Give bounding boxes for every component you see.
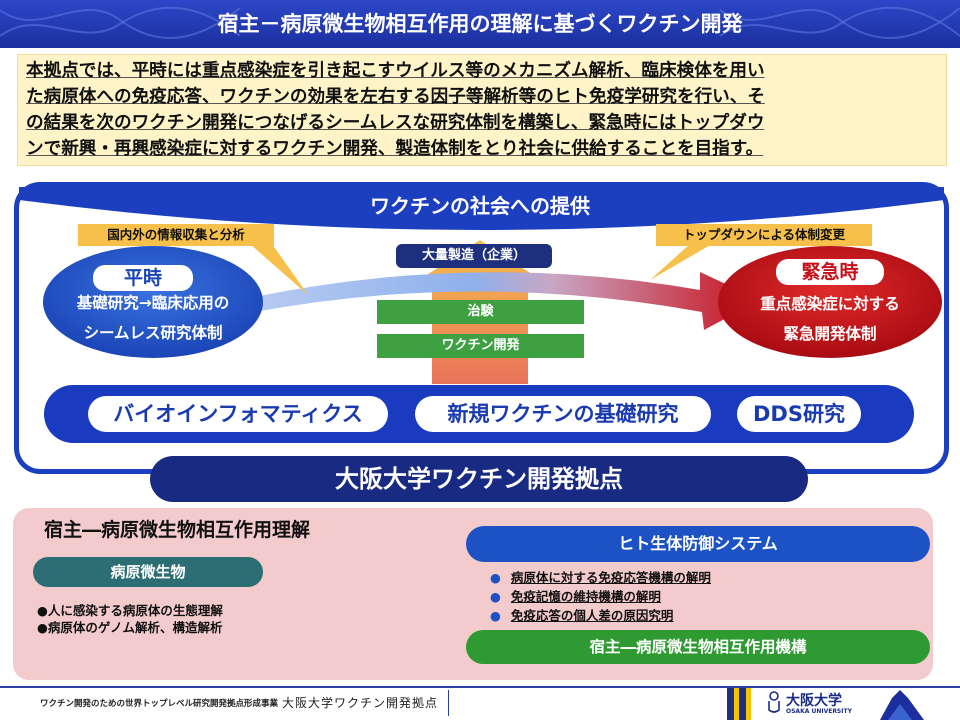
defense-header: ヒト生体防御システム: [466, 526, 930, 562]
mass-production-label: 大量製造（企業）: [396, 244, 552, 268]
dds-research-pill: DDS研究: [737, 396, 861, 432]
tag-right-pointer: [650, 244, 712, 280]
castle-illustration: [880, 690, 924, 720]
peacetime-label: 平時: [93, 265, 193, 291]
provision-title: ワクチンの社会への提供: [370, 194, 590, 218]
vaccine-development-step: ワクチン開発: [377, 334, 584, 358]
intro-line-4: ンで新興・再興感染症に対するワクチン開発、製造体制をとり社会に供給することを目指…: [26, 139, 764, 159]
pathogen-header: 病原微生物: [33, 557, 263, 587]
header-bar: 宿主－病原微生物相互作用の理解に基づくワクチン開発: [0, 0, 960, 48]
pathogen-bullet-2-text: 病原体のゲノム解析、構造解析: [47, 620, 223, 635]
footer-hub-name: 大阪大学ワクチン開発拠点: [282, 696, 439, 710]
info-analysis-tag: 国内外の情報収集と分析: [78, 224, 274, 246]
defense-bullet-2: ●免疫記憶の維持機構の解明: [490, 589, 661, 604]
footer-separator: [448, 690, 449, 716]
mechanism-header: 宿主―病原微生物相互作用機構: [466, 630, 930, 664]
university-name: 大阪大学: [786, 693, 842, 709]
defense-bullet-3: ●免疫応答の個人差の原因究明: [490, 608, 674, 623]
curved-arrow: [240, 272, 760, 330]
hub-title: 大阪大学ワクチン開発拠点: [150, 456, 808, 502]
footer-program: ワクチン開発のための世界トップレベル研究開発拠点形成事業: [40, 699, 279, 709]
defense-bullet-3-text: 免疫応答の個人差の原因究明: [510, 608, 674, 623]
pathogen-bullet-2: ●病原体のゲノム解析、構造解析: [37, 620, 223, 635]
intro-line-1: 本拠点では、平時には重点感染症を引き起こすウイルス等のメカニズム解析、臨床検体を…: [26, 61, 765, 81]
top-down-tag: トップダウンによる体制変更: [656, 224, 872, 246]
clinical-trial-step: 治験: [377, 300, 584, 324]
intro-text: 本拠点では、平時には重点感染症を引き起こすウイルス等のメカニズム解析、臨床検体を…: [17, 54, 947, 166]
peacetime-line-1: 基礎研究→臨床応用の: [76, 294, 230, 312]
vaccine-basic-research-pill: 新規ワクチンの基礎研究: [415, 396, 711, 432]
emergency-line-1: 重点感染症に対する: [760, 295, 900, 313]
host-pathogen-title: 宿主―病原微生物相互作用理解: [44, 519, 311, 541]
peacetime-line-2: シームレス研究体制: [83, 324, 223, 342]
defense-bullet-1-text: 病原体に対する免疫応答機構の解明: [510, 570, 711, 585]
university-crest-icon: [768, 691, 780, 713]
pathogen-bullet-1-text: 人に感染する病原体の生態理解: [47, 603, 223, 618]
emergency-label: 緊急時: [776, 259, 884, 285]
defense-bullet-1: ●病原体に対する免疫応答機構の解明: [490, 570, 711, 585]
emergency-line-2: 緊急開発体制: [783, 325, 877, 343]
intro-line-3: の結果を次のワクチン開発につなげるシームレスな研究体制を構築し、緊急時にはトップ…: [26, 113, 765, 133]
emergency-oval: [718, 246, 942, 358]
pathogen-bullet-1: ●人に感染する病原体の生態理解: [37, 603, 223, 618]
tag-left-pointer: [250, 244, 308, 295]
footer-divider: [0, 686, 960, 688]
page-title: 宿主－病原微生物相互作用の理解に基づくワクチン開発: [217, 12, 743, 36]
provide-banner: [19, 187, 944, 230]
university-name-en: OSAKA UNIVERSITY: [786, 708, 852, 715]
intro-line-2: た病原体への免疫応答、ワクチンの効果を左右する因子等解析等のヒト免疫学研究を行い…: [26, 87, 765, 107]
dna-pattern: [0, 6, 960, 39]
defense-bullet-2-text: 免疫記憶の維持機構の解明: [510, 589, 661, 604]
footer-stripes: [727, 688, 751, 720]
bioinformatics-pill: バイオインフォマティクス: [88, 396, 388, 432]
